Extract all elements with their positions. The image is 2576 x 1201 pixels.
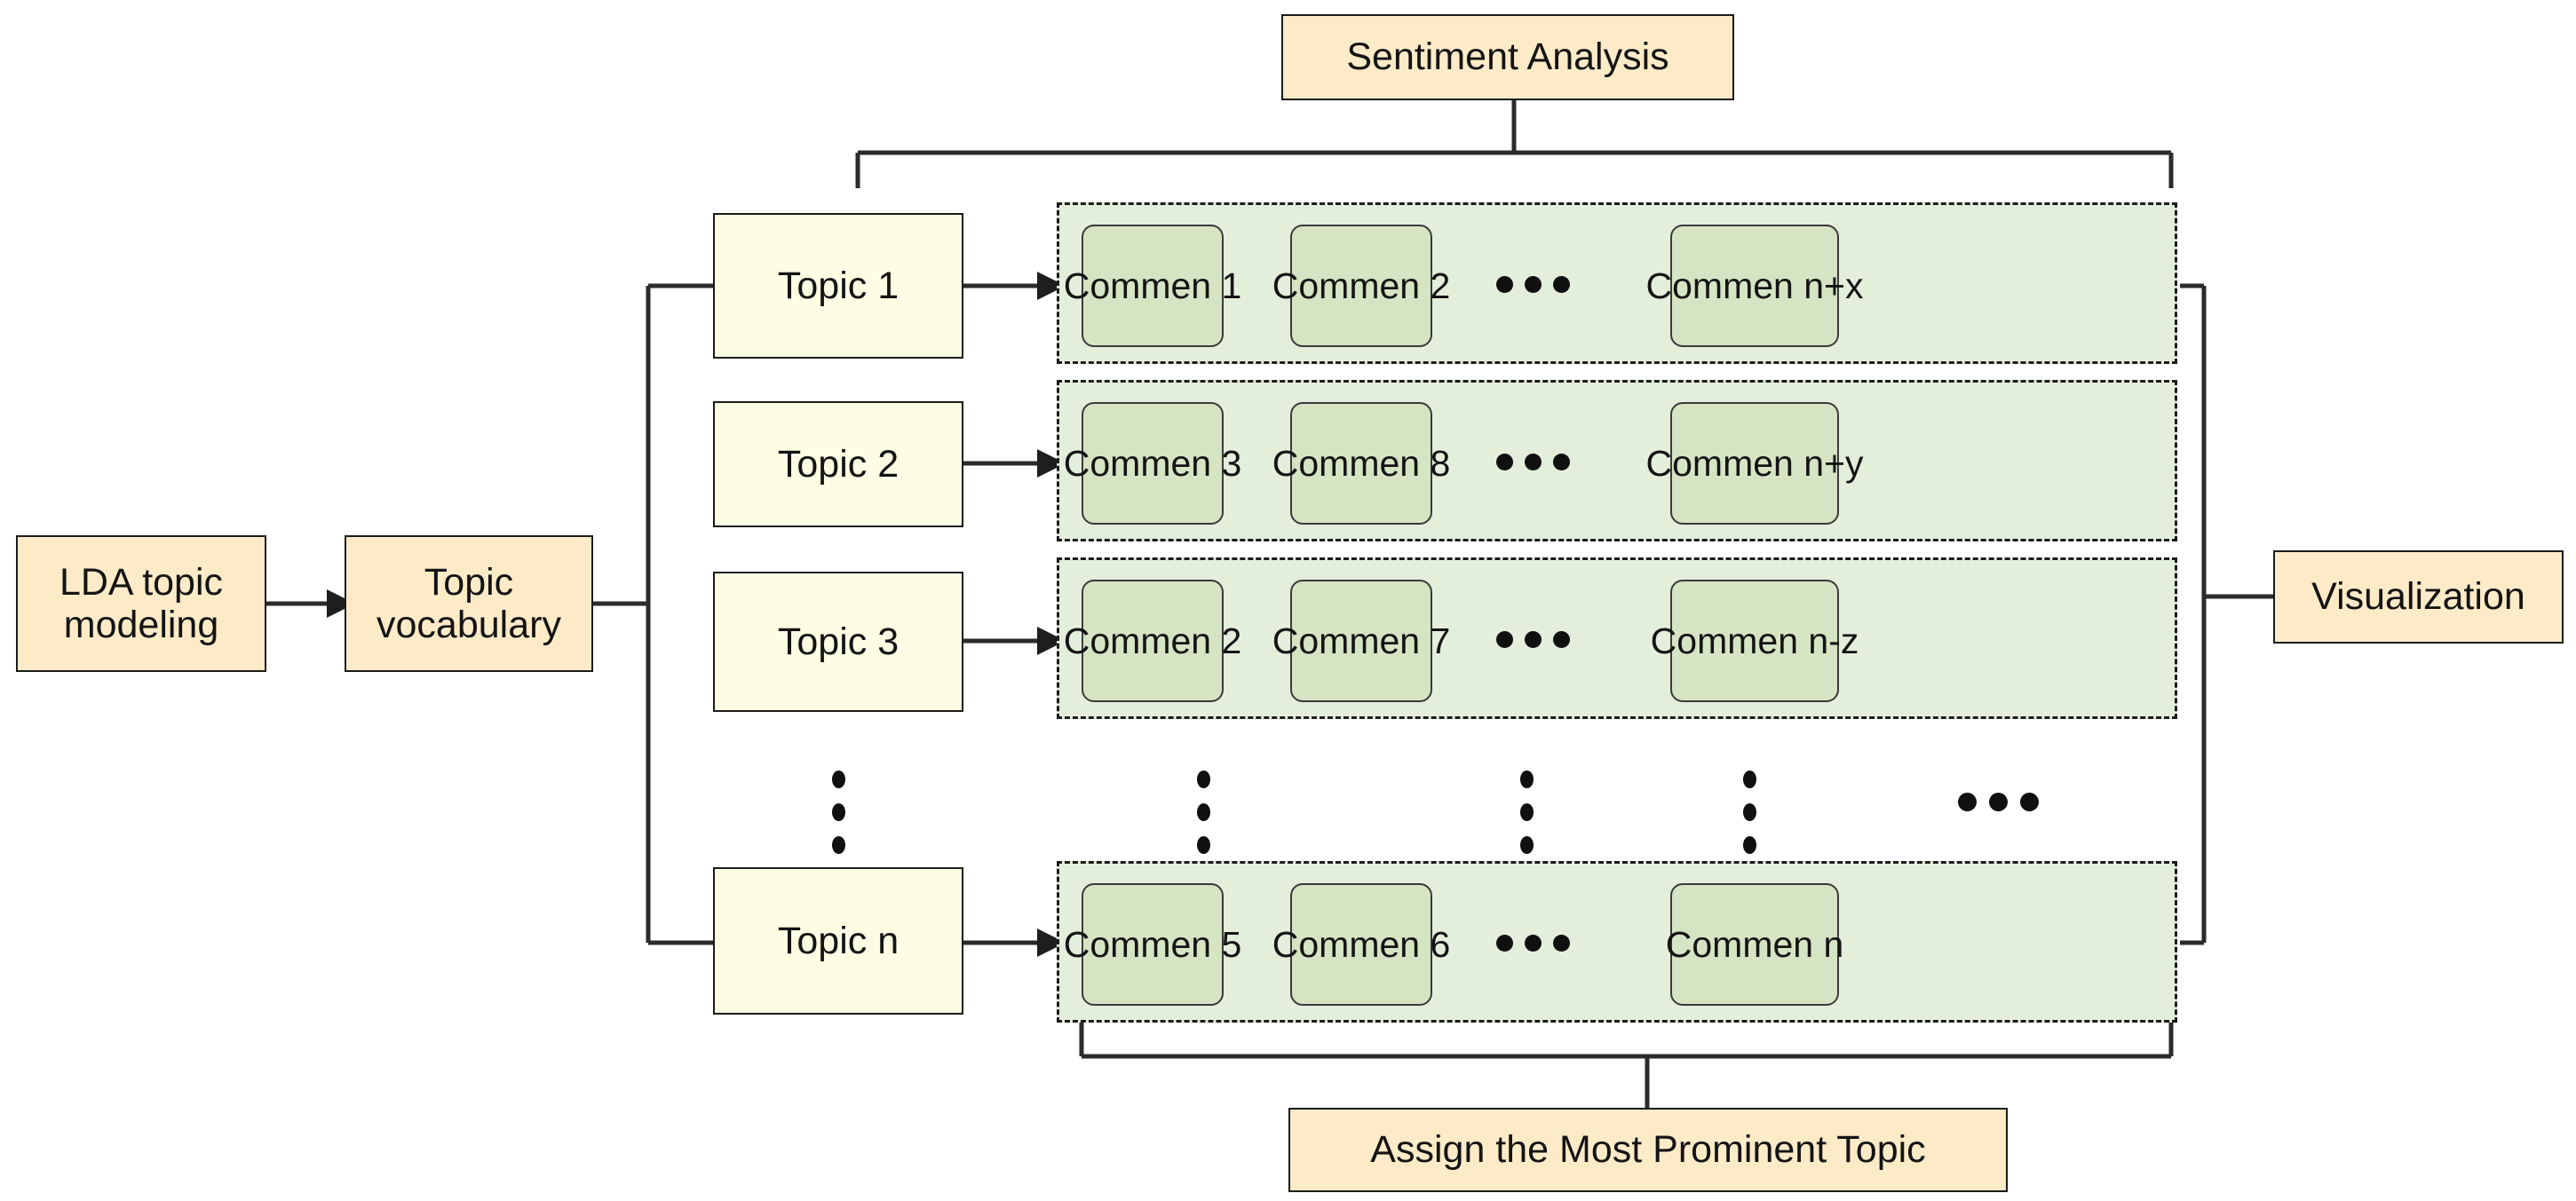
comment-group-row-1: Commen 1 Commen 2 Commen n+x [1057, 202, 2177, 364]
vertical-ellipsis-icon [1197, 770, 1210, 854]
topic-box-n[interactable]: Topic n [713, 867, 963, 1015]
comment-label: Commen n+x [1645, 265, 1864, 306]
topic-vocabulary-label-line2: vocabulary [376, 604, 561, 646]
comment-label: Commen 2 [1272, 265, 1451, 306]
comment-group-row-n: Commen 5 Commen 6 Commen n [1057, 861, 2177, 1023]
horizontal-ellipsis-icon [1958, 793, 2039, 811]
comment-chip[interactable]: Commen n+x [1646, 225, 1863, 347]
lda-label-line2: modeling [63, 604, 219, 646]
comment-chip[interactable]: Commen 3 [1064, 402, 1241, 525]
assign-topic-label: Assign the Most Prominent Topic [1370, 1128, 1926, 1172]
visualization-box[interactable]: Visualization [2273, 550, 2564, 644]
row-ellipsis-icon [1496, 631, 1570, 648]
assign-topic-box[interactable]: Assign the Most Prominent Topic [1288, 1108, 2008, 1192]
comment-chip[interactable]: Commen 2 [1064, 580, 1241, 702]
comment-chip[interactable]: Commen 5 [1064, 883, 1241, 1006]
comment-chip[interactable]: Commen n [1666, 883, 1843, 1006]
comment-group-row-2: Commen 3 Commen 8 Commen n+y [1057, 380, 2177, 541]
row-ellipsis-icon [1496, 454, 1570, 470]
vertical-ellipsis-icon [1520, 770, 1534, 854]
topic-label-n: Topic n [777, 919, 900, 962]
topic-label-2: Topic 2 [777, 442, 900, 486]
vertical-ellipsis-icon [832, 770, 845, 854]
comment-group-row-3: Commen 2 Commen 7 Commen n-z [1057, 557, 2177, 719]
comment-chip[interactable]: Commen n+y [1646, 402, 1863, 525]
comment-label: Commen 2 [1063, 620, 1242, 661]
comment-label: Commen 5 [1063, 923, 1242, 965]
comment-label: Commen n+y [1645, 442, 1864, 484]
row-ellipsis-icon [1496, 276, 1570, 293]
comment-label: Commen n-z [1650, 620, 1859, 661]
visualization-label: Visualization [2311, 575, 2525, 619]
comment-label: Commen 3 [1063, 442, 1242, 484]
topic-label-3: Topic 3 [777, 620, 900, 663]
topic-label-1: Topic 1 [777, 264, 900, 307]
sentiment-analysis-box[interactable]: Sentiment Analysis [1281, 14, 1734, 100]
comment-chip[interactable]: Commen 2 [1272, 225, 1450, 347]
comment-label: Commen 8 [1272, 442, 1451, 484]
vertical-ellipsis-icon [1743, 770, 1756, 854]
lda-topic-modeling-box[interactable]: LDA topic modeling [16, 535, 266, 672]
sentiment-analysis-label: Sentiment Analysis [1346, 36, 1669, 79]
comment-chip[interactable]: Commen 1 [1064, 225, 1241, 347]
comment-label: Commen 7 [1272, 620, 1451, 661]
lda-label-line1: LDA topic [59, 560, 224, 604]
topic-box-2[interactable]: Topic 2 [713, 401, 963, 527]
topic-box-3[interactable]: Topic 3 [713, 572, 963, 712]
comment-label: Commen 6 [1272, 923, 1451, 965]
comment-label: Commen 1 [1063, 265, 1242, 306]
comment-label: Commen n [1665, 923, 1844, 965]
comment-chip[interactable]: Commen 7 [1272, 580, 1450, 702]
topic-box-1[interactable]: Topic 1 [713, 213, 963, 359]
comment-chip[interactable]: Commen 6 [1272, 883, 1450, 1006]
comment-chip[interactable]: Commen 8 [1272, 402, 1450, 525]
comment-chip[interactable]: Commen n-z [1651, 580, 1859, 702]
row-ellipsis-icon [1496, 935, 1570, 952]
topic-vocabulary-label-line1: Topic [424, 560, 514, 604]
topic-vocabulary-box[interactable]: Topic vocabulary [345, 535, 593, 672]
